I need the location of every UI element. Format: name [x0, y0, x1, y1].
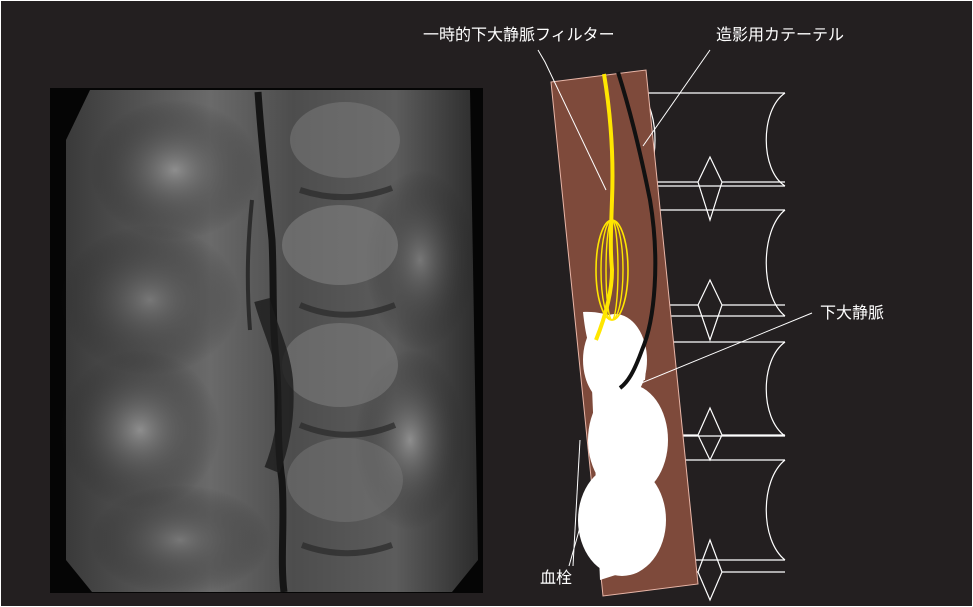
ivc-label: 下大静脈: [820, 303, 884, 322]
catheter-label: 造影用カテーテル: [716, 25, 844, 44]
thrombus-label: 血栓: [540, 568, 572, 587]
ivc-filter-label: 一時的下大静脈フィルター: [423, 25, 615, 44]
venogram-xray-image: [50, 88, 483, 595]
